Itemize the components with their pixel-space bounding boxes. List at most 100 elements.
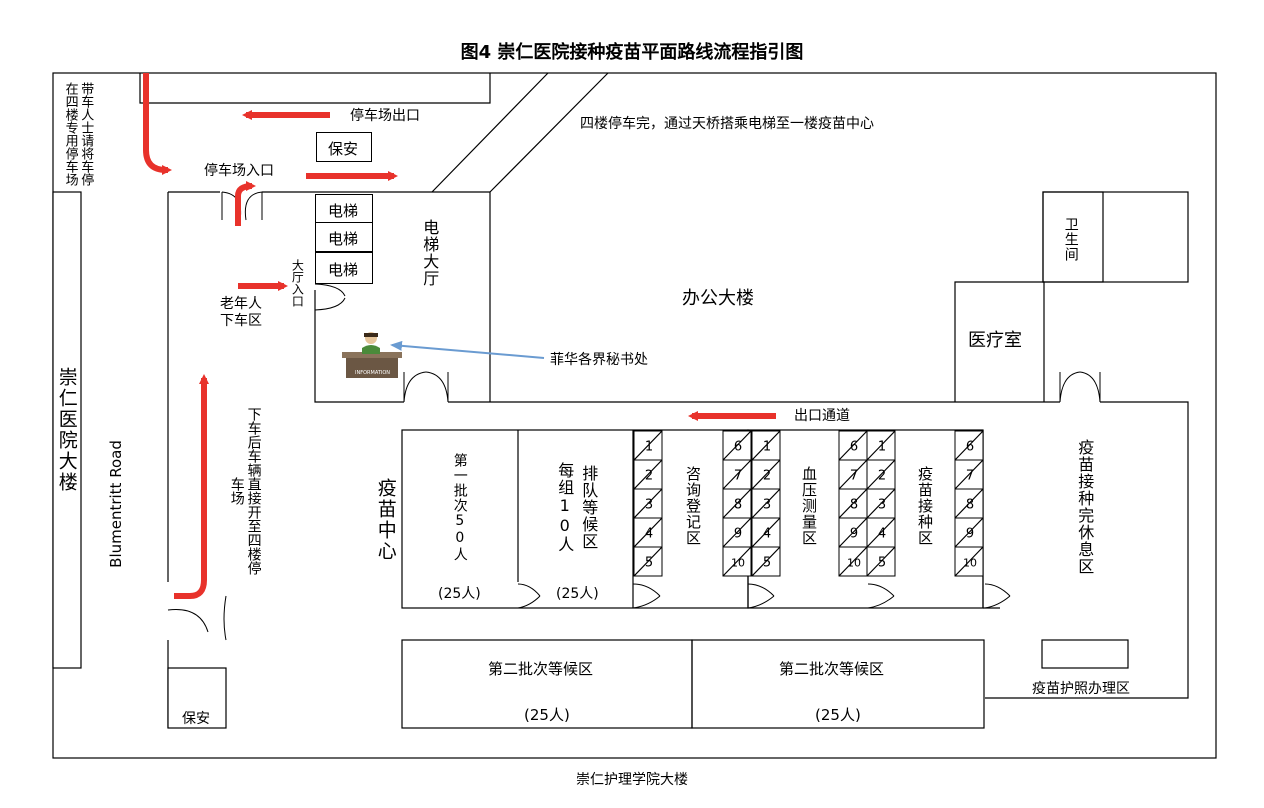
elevator-hall-label: 电梯大厅 [420,219,440,287]
dropoff-parking-note: 下车后车辆直接开至四楼停车场 [228,407,262,575]
rest-area-label: 疫苗接种完休息区 [1075,439,1095,575]
booth-number: 1 [645,440,653,455]
booth-cell: 10 [954,546,984,577]
parking-entry-arrow [143,73,172,175]
booth-cell: 2 [866,459,896,490]
direction-arrows [143,73,776,599]
booth-number: 7 [850,469,858,484]
skybridge-line [489,72,609,193]
parking-exit-label: 停车场出口 [350,108,420,124]
vaccination-area-label: 疫苗接种区 [916,466,934,546]
booth-cell: 7 [722,459,752,490]
guard-bottom-label: 保安 [182,711,210,727]
booth-cell: 3 [866,488,896,519]
booth-number: 6 [850,440,858,455]
booth-number: 2 [645,469,653,484]
booth-cell: 8 [954,488,984,519]
booth-cell: 9 [722,517,752,548]
booth-number: 4 [878,527,886,542]
batch1-capacity: (25人) [438,586,481,602]
batch2-left-capacity: (25人) [524,706,570,724]
batch2-left-label: 第二批次等候区 [488,660,594,678]
booth-number: 2 [763,469,771,484]
exit-passage-label: 出口通道 [794,408,850,424]
elevator-1: 电梯 [315,194,373,224]
booth-cell: 1 [866,430,896,461]
booth-number: 1 [763,440,771,455]
booth-number: 8 [966,498,974,513]
booth-cell: 6 [838,430,868,461]
booth-cell: 8 [838,488,868,519]
booth-cell: 2 [633,459,663,490]
clinic-label: 医疗室 [968,330,1022,351]
elevator-3-label: 电梯 [328,261,359,279]
vaccine-center-label: 疫苗中心 [374,478,397,562]
doors [167,191,1101,641]
booth-cell: 1 [751,430,781,461]
booth-number: 9 [966,527,974,542]
queue-area-label: 排队等候区 [579,464,599,550]
elderly-dropoff-text: 老年人下车区 [220,296,262,329]
booth-cell: 3 [633,488,663,519]
booth-number: 2 [878,469,886,484]
parking-note-top: 带车人士请将车停在四楼专用停车场 [62,82,94,186]
hall-entrance-label: 大厅入口 [290,259,305,307]
booth-cell: 5 [866,546,896,577]
office-building-label: 办公大楼 [682,288,754,309]
booth-number: 4 [763,527,771,542]
elevator-2: 电梯 [315,222,373,252]
booth-cell: 4 [866,517,896,548]
booth-number: 6 [966,440,974,455]
booth-number: 3 [763,498,771,513]
parking-entrance-label: 停车场入口 [204,163,274,179]
footer-building-label: 崇仁护理学院大楼 [576,772,688,788]
booth-number: 9 [850,527,858,542]
booth-cell: 4 [633,517,663,548]
page-title: 图4 崇仁医院接种疫苗平面路线流程指引图 [460,42,804,63]
guard-top-label: 保安 [328,140,359,158]
booth-number: 3 [645,498,653,513]
booth-cell: 2 [751,459,781,490]
booth-cell: 1 [633,430,663,461]
chongren-building-label: 崇仁医院大楼 [55,367,78,493]
booth-number: 7 [966,469,974,484]
person-at-information-desk-icon [342,332,402,378]
booth-cell: 9 [838,517,868,548]
batch2-right-label: 第二批次等候区 [779,660,885,678]
booth-cell: 4 [751,517,781,548]
booth-cell: 8 [722,488,752,519]
elevator-3: 电梯 [315,252,373,284]
restroom-label: 卫生间 [1062,216,1079,262]
group-of-10-label: 每组10人 [555,461,575,553]
booth-cell: 10 [722,546,752,577]
booth-cell: 5 [751,546,781,577]
booth-number: 10 [847,557,861,570]
bp-area-label: 血压测量区 [800,466,818,546]
booth-number: 6 [734,440,742,455]
booth-cell: 9 [954,517,984,548]
elevator-1-label: 电梯 [328,202,359,220]
booth-cell: 7 [954,459,984,490]
booth-number: 3 [878,498,886,513]
elevator-2-label: 电梯 [328,230,359,248]
dropoff-up-arrow [174,374,209,599]
booth-number: 5 [878,556,886,571]
parking-turn-arrow [235,181,256,226]
batch1-label: 第一批次50人 [451,452,468,562]
secretariat-label: 菲华各界秘书处 [550,352,648,368]
booth-cell: 6 [954,430,984,461]
booth-number: 1 [878,440,886,455]
booth-number: 8 [734,498,742,513]
information-sign: INFORMATION [355,370,391,376]
booth-cell: 5 [633,546,663,577]
booth-cell: 3 [751,488,781,519]
booth-number: 5 [645,556,653,571]
queue-capacity: (25人) [556,586,599,602]
booth-number: 10 [963,557,977,570]
elderly-dropoff-label: 老年人下车区 [220,296,266,330]
skybridge-line [431,72,549,193]
booth-cell: 7 [838,459,868,490]
consult-area-label: 咨询登记区 [684,466,702,546]
booth-cell: 10 [838,546,868,577]
